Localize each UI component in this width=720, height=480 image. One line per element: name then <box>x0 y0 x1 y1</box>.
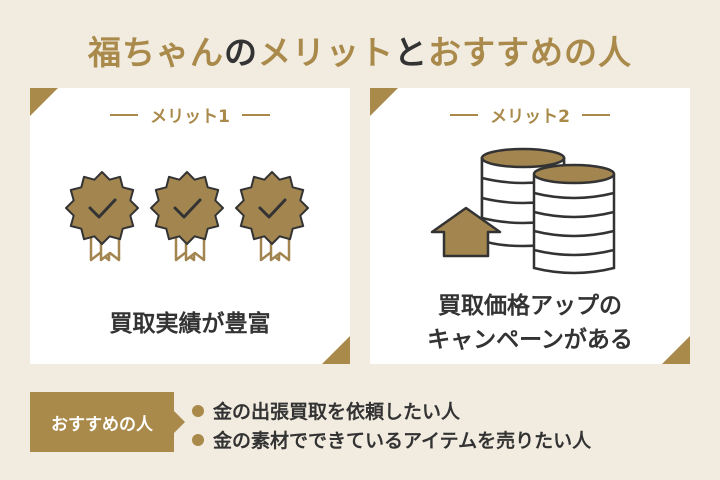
recommend-item: 金の素材でできているアイテムを売りたい人 <box>192 426 591 453</box>
title-particle-2: と <box>394 33 428 72</box>
bullet-dot <box>192 433 204 446</box>
label-dash <box>450 113 479 116</box>
merit-text: 買取実績が豊富 <box>109 311 271 337</box>
corner-decoration <box>370 88 398 116</box>
merit-text-line-2: キャンペーンがある <box>427 327 633 353</box>
title-particle-1: の <box>224 33 258 72</box>
merit-card-2: メリット2 買取価格アップの キャンペーンがある <box>370 88 690 364</box>
award-badge-icon <box>149 170 225 262</box>
up-arrow-icon <box>430 206 502 258</box>
merit-text-line-1: 買取価格アップの <box>438 293 622 319</box>
coin-stack-icon <box>430 147 616 275</box>
corner-decoration <box>30 88 58 116</box>
page-title: 福ちゃんのメリットとおすすめの人 <box>0 26 720 74</box>
award-badge-icon <box>64 170 140 262</box>
recommend-item: 金の出張買取を依頼したい人 <box>192 397 460 424</box>
title-brand: 福ちゃん <box>88 33 224 72</box>
recommend-item-text: 金の素材でできているアイテムを売りたい人 <box>213 430 592 452</box>
recommend-arrow <box>174 411 185 433</box>
merit-label-text: メリット2 <box>490 107 570 127</box>
coin-stack-front <box>532 163 616 275</box>
bullet-dot <box>192 404 204 417</box>
merit-label-text: メリット1 <box>150 107 230 127</box>
label-dash <box>110 113 139 116</box>
label-dash <box>581 113 610 116</box>
label-dash <box>241 113 270 116</box>
recommend-item-text: 金の出張買取を依頼したい人 <box>213 401 461 423</box>
award-badge-icon <box>234 170 310 262</box>
award-badges-icon <box>64 170 310 262</box>
title-merit: メリット <box>258 33 394 72</box>
recommend-label: おすすめの人 <box>30 392 174 452</box>
merit-label: メリット2 <box>370 102 690 127</box>
title-recommend: おすすめの人 <box>428 33 632 72</box>
corner-decoration <box>662 336 690 364</box>
merit-card-1: メリット1 買取実績が豊富 <box>30 88 350 364</box>
corner-decoration <box>322 336 350 364</box>
merit-label: メリット1 <box>30 102 350 127</box>
